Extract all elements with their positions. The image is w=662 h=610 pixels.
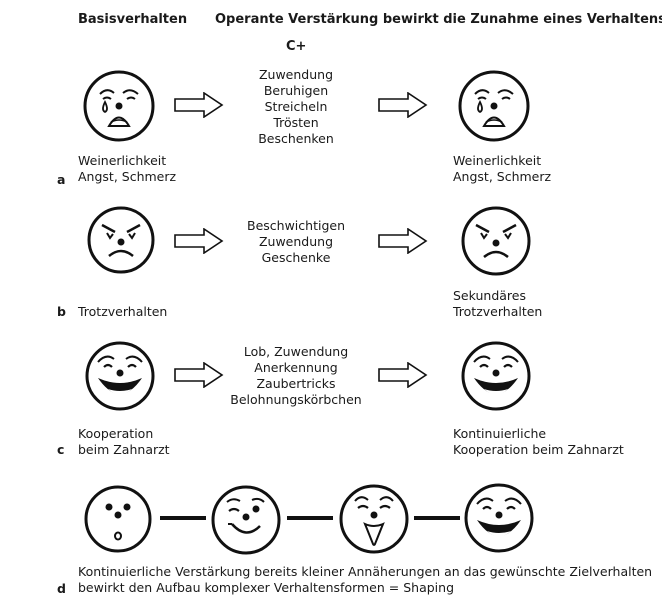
- angry-face-icon: [87, 206, 155, 274]
- row-a-right-label: Weinerlichkeit Angst, Schmerz: [453, 153, 552, 184]
- laughing-face-icon: [464, 483, 534, 553]
- arrow-right-icon: [378, 92, 428, 118]
- header-c-plus: C+: [286, 39, 307, 54]
- row-d-caption: Kontinuierliche Verstärkung bereits klei…: [78, 564, 653, 595]
- row-c-right-label: Kontinuierliche Kooperation beim Zahnarz…: [453, 426, 624, 457]
- arrow-right-icon: [174, 92, 224, 118]
- connector-line: [287, 516, 333, 520]
- header-basisverhalten: Basisverhalten: [78, 12, 188, 27]
- row-b-reinforcers: Beschwichtigen Zuwendung Geschenke: [247, 218, 345, 265]
- row-a-letter: a: [57, 172, 66, 187]
- row-c-letter: c: [57, 442, 65, 457]
- row-a-reinforcers: Zuwendung Beruhigen Streicheln Trösten B…: [258, 67, 334, 146]
- header-operante-verstaerkung: Operante Verstärkung bewirkt die Zunahme…: [215, 12, 662, 27]
- row-a-left-label: Weinerlichkeit Angst, Schmerz: [78, 153, 177, 184]
- laughing-face-icon: [461, 341, 531, 411]
- row-c-left-label: Kooperation beim Zahnarzt: [78, 426, 170, 457]
- connector-line: [414, 516, 460, 520]
- winking-face-icon: [211, 485, 281, 555]
- arrow-right-icon: [174, 228, 224, 254]
- row-d-letter: d: [57, 581, 66, 596]
- arrow-right-icon: [174, 362, 224, 388]
- neutral-face-icon: [84, 485, 152, 553]
- arrow-right-icon: [378, 362, 428, 388]
- connector-line: [160, 516, 206, 520]
- angry-face-icon: [461, 206, 531, 276]
- smiling-face-icon: [339, 484, 409, 554]
- arrow-right-icon: [378, 228, 428, 254]
- row-b-right-label: Sekundäres Trotzverhalten: [453, 288, 543, 319]
- crying-face-icon: [458, 70, 530, 142]
- row-c-reinforcers: Lob, Zuwendung Anerkennung Zaubertricks …: [230, 344, 362, 407]
- row-b-left-label: Trotzverhalten: [78, 304, 168, 319]
- row-b-letter: b: [57, 304, 66, 319]
- crying-face-icon: [83, 70, 155, 142]
- laughing-face-icon: [85, 341, 155, 411]
